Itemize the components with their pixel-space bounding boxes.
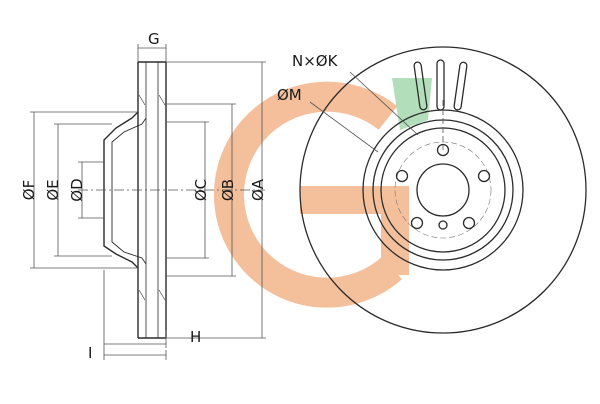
bolt-hole [395, 169, 409, 183]
cooling-slot [453, 61, 468, 111]
center-bore [416, 163, 470, 217]
hub-pcd-circle [394, 141, 492, 239]
disc-section-outline [137, 61, 167, 339]
pin-hole [438, 220, 448, 230]
label-M: ØM [277, 86, 302, 104]
label-D: ØD [68, 178, 86, 201]
cooling-slot [413, 61, 428, 111]
bolt-hole [436, 143, 450, 157]
label-F: ØF [20, 180, 38, 200]
front-leaders [309, 71, 444, 153]
label-B: ØB [219, 179, 237, 201]
label-E: ØE [44, 179, 62, 200]
hub-section-outline [103, 111, 139, 269]
bolt-hole [477, 169, 491, 183]
label-C: ØC [192, 179, 210, 201]
label-G: G [148, 30, 160, 48]
watermark-orange-bar [300, 186, 409, 275]
label-NK: N×ØK [292, 52, 339, 70]
front-view [299, 46, 587, 334]
label-I: I [88, 344, 92, 362]
label-H: H [190, 328, 201, 346]
cooling-slot [436, 59, 445, 111]
section-dimensions [30, 44, 266, 360]
disc-outer-circle [299, 46, 587, 334]
watermark-orange-ring [214, 81, 402, 308]
watermark-logo [214, 78, 432, 308]
watermark-green-accent [392, 78, 432, 130]
section-view [103, 61, 167, 339]
bolt-hole [462, 216, 476, 230]
bolt-hole [410, 216, 424, 230]
label-A: ØA [249, 178, 267, 201]
